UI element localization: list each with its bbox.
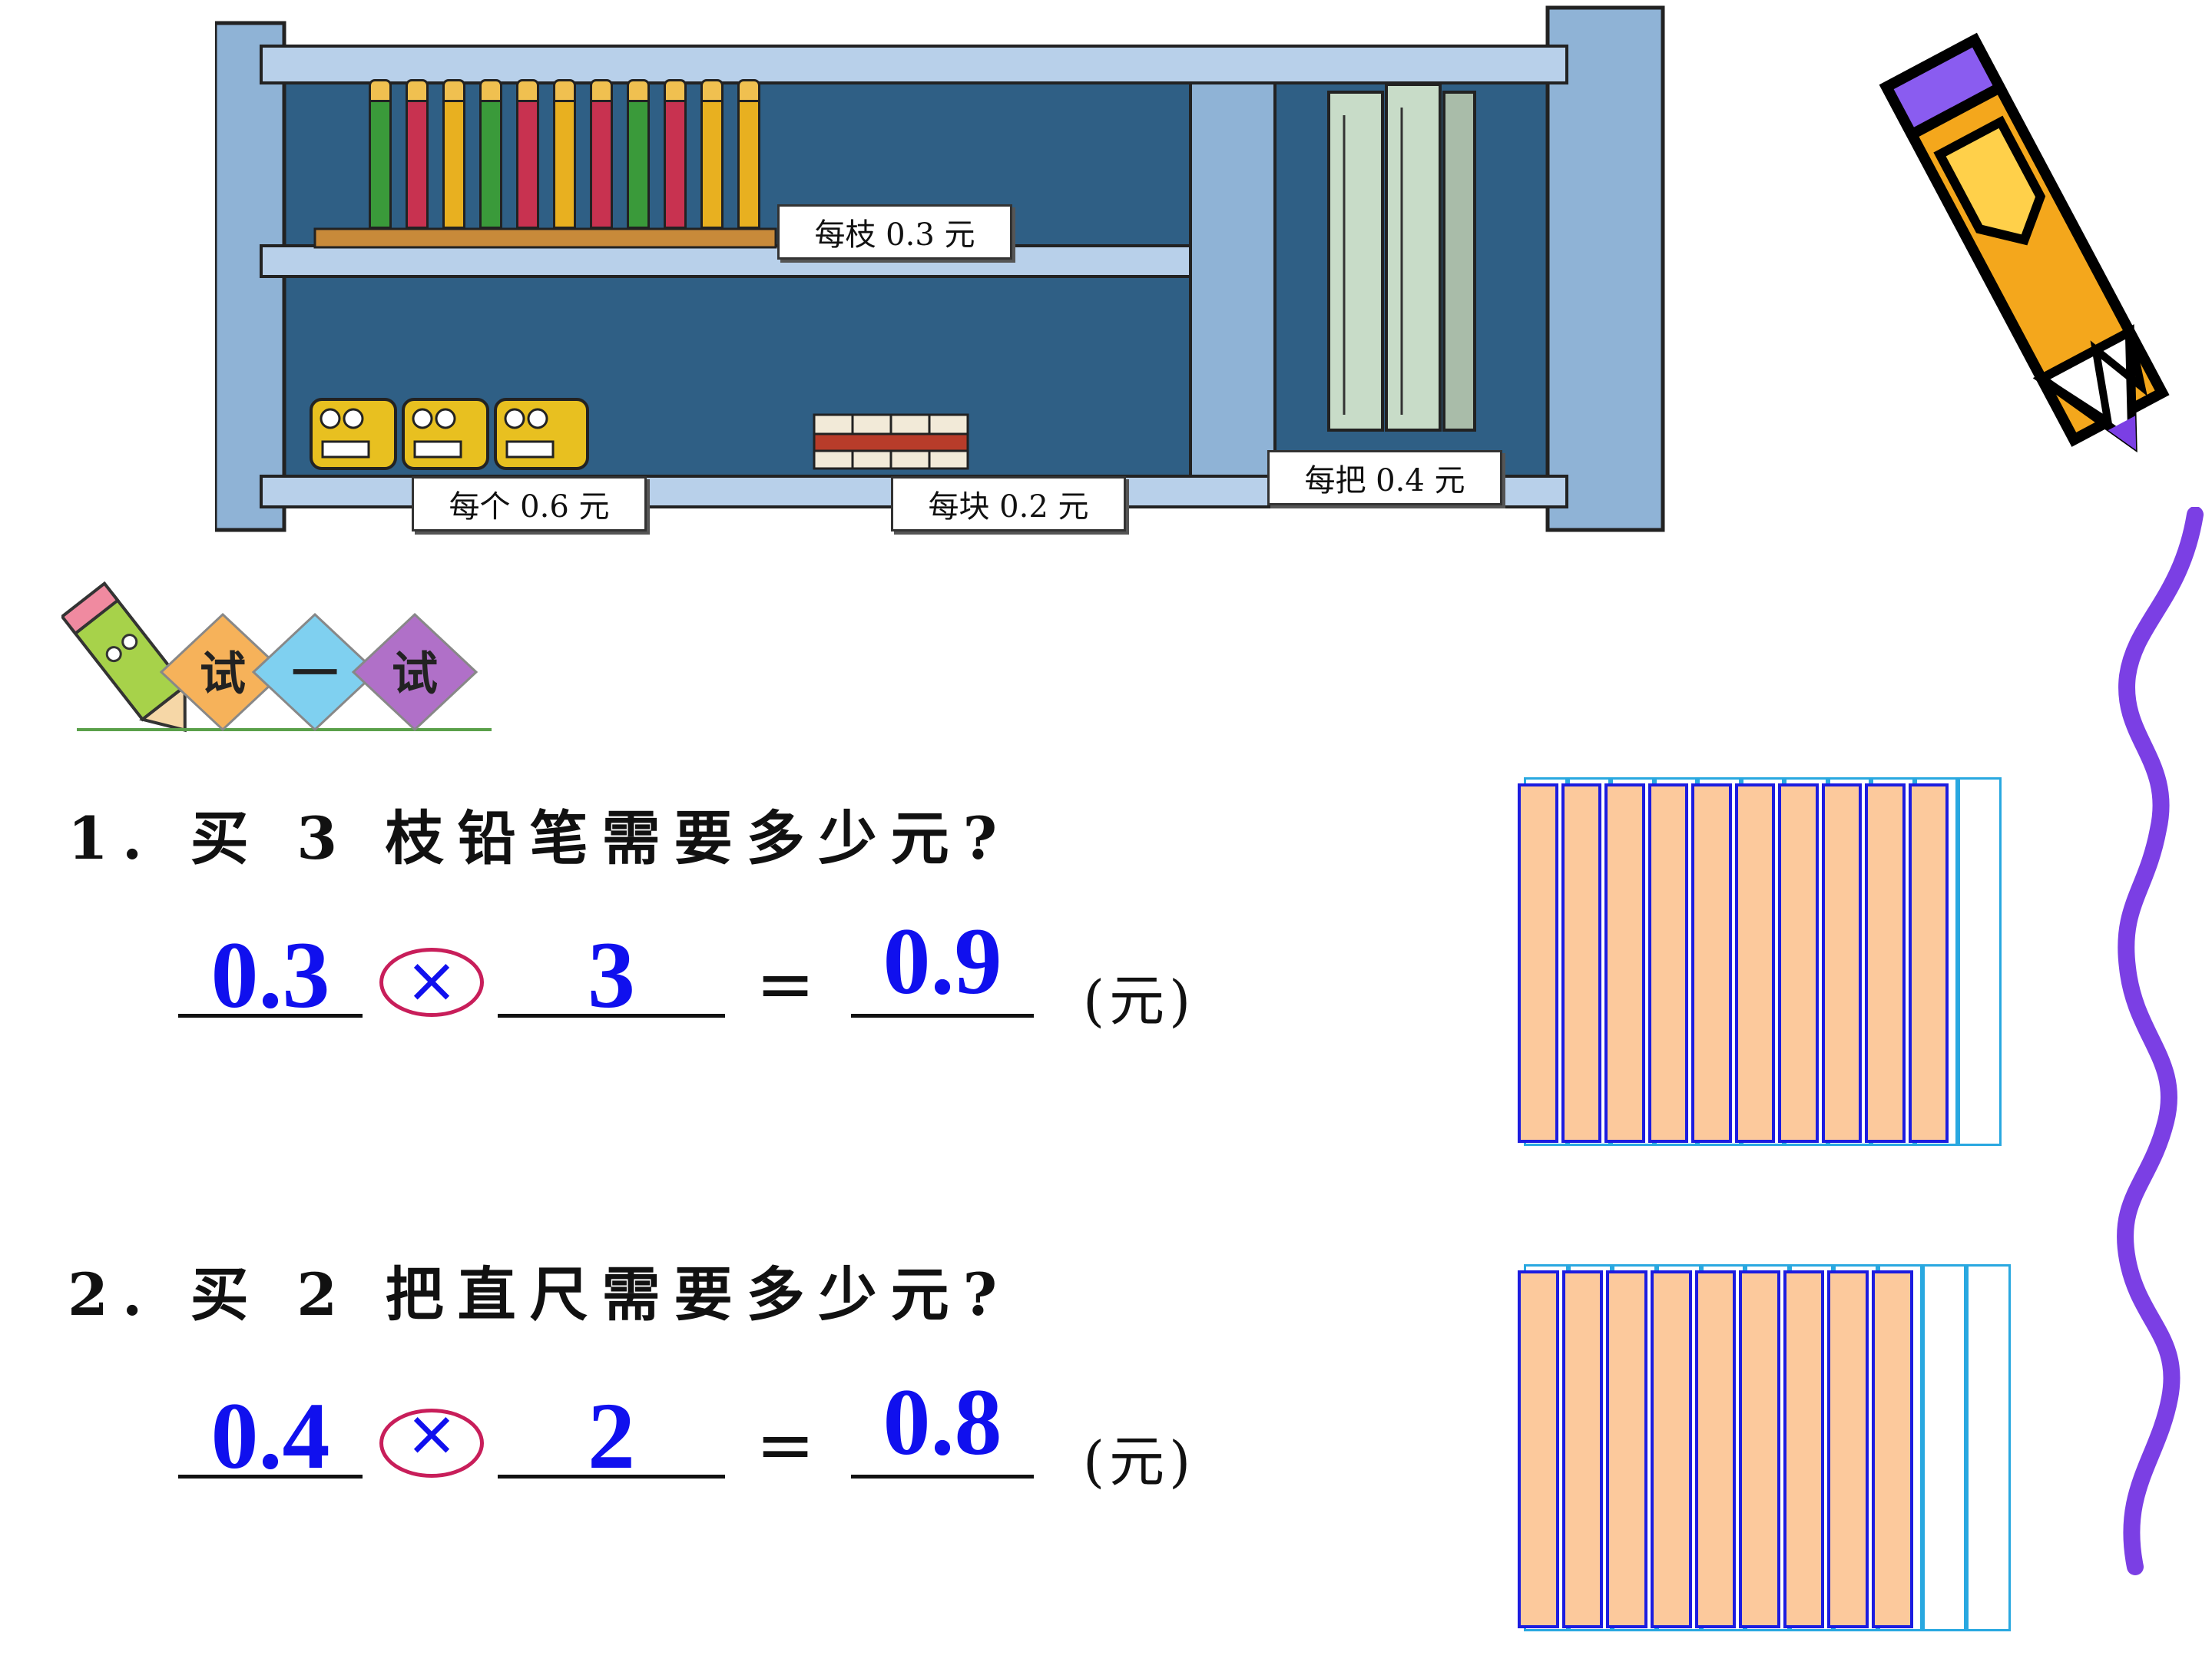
strip-filled <box>1518 783 1558 1143</box>
pencil-cap <box>516 79 539 102</box>
strip-outline <box>1922 1264 1967 1631</box>
badge-char-2: 一 <box>292 647 338 701</box>
problem-2-factor-b: 2 <box>588 1383 635 1488</box>
pencil-cap <box>700 79 724 102</box>
pencil-cap <box>406 79 429 102</box>
problem-2-equals: = <box>756 1404 816 1486</box>
pencil-5 <box>516 79 539 229</box>
pencil-7 <box>590 79 613 229</box>
problem-1-question: 1. 买 3 枝铅笔需要多少元? <box>68 804 1012 873</box>
problem-2-operator: × <box>405 1397 459 1470</box>
problem-2-blank-a <box>178 1475 363 1479</box>
strip-filled <box>1518 1270 1559 1628</box>
problem-1-blank-result <box>851 1014 1034 1018</box>
strip-filled <box>1872 1270 1913 1628</box>
eraser-price-tag: 每块 0.2 元 <box>891 476 1126 531</box>
problem-1-operator-circle <box>379 948 484 1017</box>
problem-1-factor-a: 0.3 <box>210 922 330 1028</box>
problem-1-factor-b: 3 <box>588 922 635 1028</box>
shelf-illustration: 每枝 0.3 元 每个 0.6 元 每块 0.2 元 每把 0.4 元 <box>213 0 1690 538</box>
try-it-badge: 试 一 试 <box>61 581 492 733</box>
problem-1-blank-a <box>178 1014 363 1018</box>
pencil-cap <box>479 79 502 102</box>
pencil-row <box>215 0 1690 246</box>
strip-filled <box>1783 1270 1825 1628</box>
pencil-cap <box>737 79 760 102</box>
pencil-cap <box>442 79 465 102</box>
strip-filled <box>1691 783 1732 1143</box>
badge-char-1: 试 <box>200 647 246 701</box>
problem-1-equals: = <box>756 943 816 1025</box>
badge-char-3: 试 <box>392 647 438 701</box>
problem-1-result: 0.9 <box>882 909 1002 1014</box>
problem-2-blank-result <box>851 1475 1034 1479</box>
strip-filled <box>1821 783 1863 1143</box>
problem-2-unit: (元) <box>1083 1429 1196 1494</box>
problem-2-result: 0.8 <box>882 1369 1002 1475</box>
pencil-icon <box>1879 32 2170 453</box>
strip-filled <box>1908 783 1949 1143</box>
strip-filled <box>1647 783 1689 1143</box>
problem-1-blank-b <box>498 1014 725 1018</box>
pencil-1 <box>369 79 392 229</box>
pencil-10 <box>700 79 724 229</box>
problem-2-question: 2. 买 2 把直尺需要多少元? <box>68 1260 1012 1329</box>
pencil-4 <box>479 79 502 229</box>
strip-filled <box>1561 783 1602 1143</box>
strip-outline <box>1958 777 2002 1146</box>
strip-filled <box>1604 783 1645 1143</box>
ruler-price-tag: 每把 0.4 元 <box>1267 450 1502 505</box>
pencil-cap <box>627 79 650 102</box>
sharpener-price-tag: 每个 0.6 元 <box>412 476 647 531</box>
pencil-cap <box>664 79 687 102</box>
pencil-cap <box>590 79 613 102</box>
strip-filled <box>1694 1270 1737 1628</box>
problem-2-factor-a: 0.4 <box>210 1383 330 1488</box>
problem-1-unit: (元) <box>1083 969 1196 1033</box>
strip-filled <box>1865 783 1906 1143</box>
pencil-price-tag: 每枝 0.3 元 <box>777 204 1012 260</box>
strip-filled <box>1561 1270 1604 1628</box>
shelf-drawing <box>213 5 1665 532</box>
problem-2-strip-diagram <box>1516 1264 2014 1634</box>
zigzag-divider <box>2117 507 2204 1575</box>
pencil-6 <box>553 79 576 229</box>
pencil-3 <box>442 79 465 229</box>
pencil-11 <box>737 79 760 229</box>
pencil-cap <box>553 79 576 102</box>
pencil-9 <box>664 79 687 229</box>
strip-filled <box>1650 1270 1692 1628</box>
problem-1-strip-diagram <box>1516 777 2005 1149</box>
problem-2-operator-circle <box>379 1409 484 1478</box>
problem-2-blank-b <box>498 1475 725 1479</box>
strip-filled <box>1778 783 1819 1143</box>
pencil-2 <box>406 79 429 229</box>
problem-1-operator: × <box>405 944 459 1017</box>
strip-filled <box>1606 1270 1647 1628</box>
strip-filled <box>1734 783 1776 1143</box>
pencil-8 <box>627 79 650 229</box>
pencil-cap <box>369 79 392 102</box>
strip-outline <box>1966 1264 2011 1631</box>
strip-filled <box>1827 1270 1869 1628</box>
strip-filled <box>1739 1270 1780 1628</box>
